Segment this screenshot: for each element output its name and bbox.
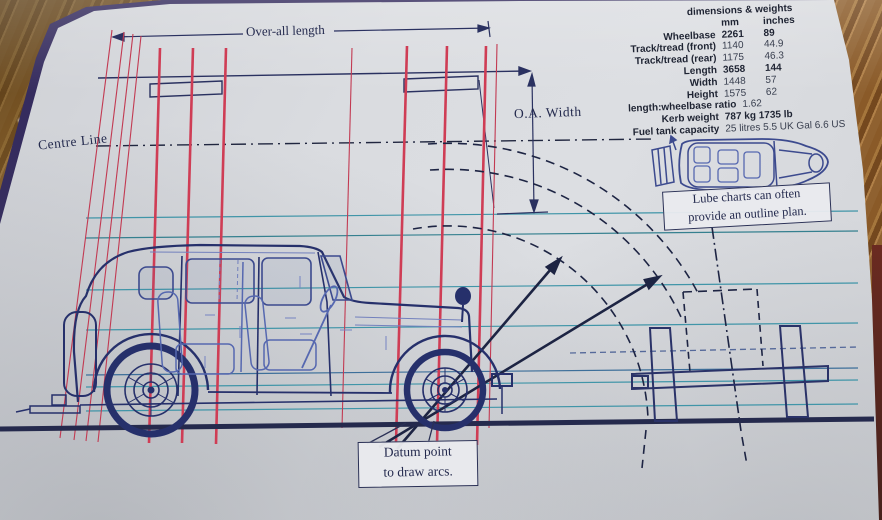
axle-height-dashed-line	[569, 346, 859, 354]
trestle-stand	[631, 325, 829, 422]
datum-point-callout: Datum point to draw arcs.	[357, 439, 479, 489]
datum-arcs	[412, 142, 764, 469]
rear-details	[15, 311, 97, 414]
datum-callout-line2: to draw arcs.	[383, 462, 453, 480]
dimensions-weights-table: dimensions & weights mm inches Wheelbase…	[605, 0, 878, 140]
datum-callout-line1: Datum point	[383, 443, 452, 460]
annotation-marks	[204, 276, 387, 368]
car-interior	[157, 261, 339, 375]
car-plan-view	[651, 134, 829, 192]
centre-line	[95, 138, 655, 147]
oa-width-dimension	[496, 71, 549, 215]
car-side-view	[15, 243, 513, 438]
overall-length-dimension	[111, 20, 491, 42]
plan-farside-line	[97, 66, 533, 209]
front-details	[455, 287, 513, 414]
front-wheel	[403, 348, 487, 432]
horizontal-construction-lines	[85, 210, 859, 412]
table-edge-shadow	[872, 245, 882, 520]
car-body-outline	[72, 243, 474, 403]
oa-width-label: O.A. Width	[513, 103, 582, 122]
rear-wheel	[103, 342, 199, 438]
overall-length-label: Over-all length	[245, 21, 325, 40]
car-windows	[138, 255, 354, 306]
red-projection-lines	[59, 29, 498, 446]
